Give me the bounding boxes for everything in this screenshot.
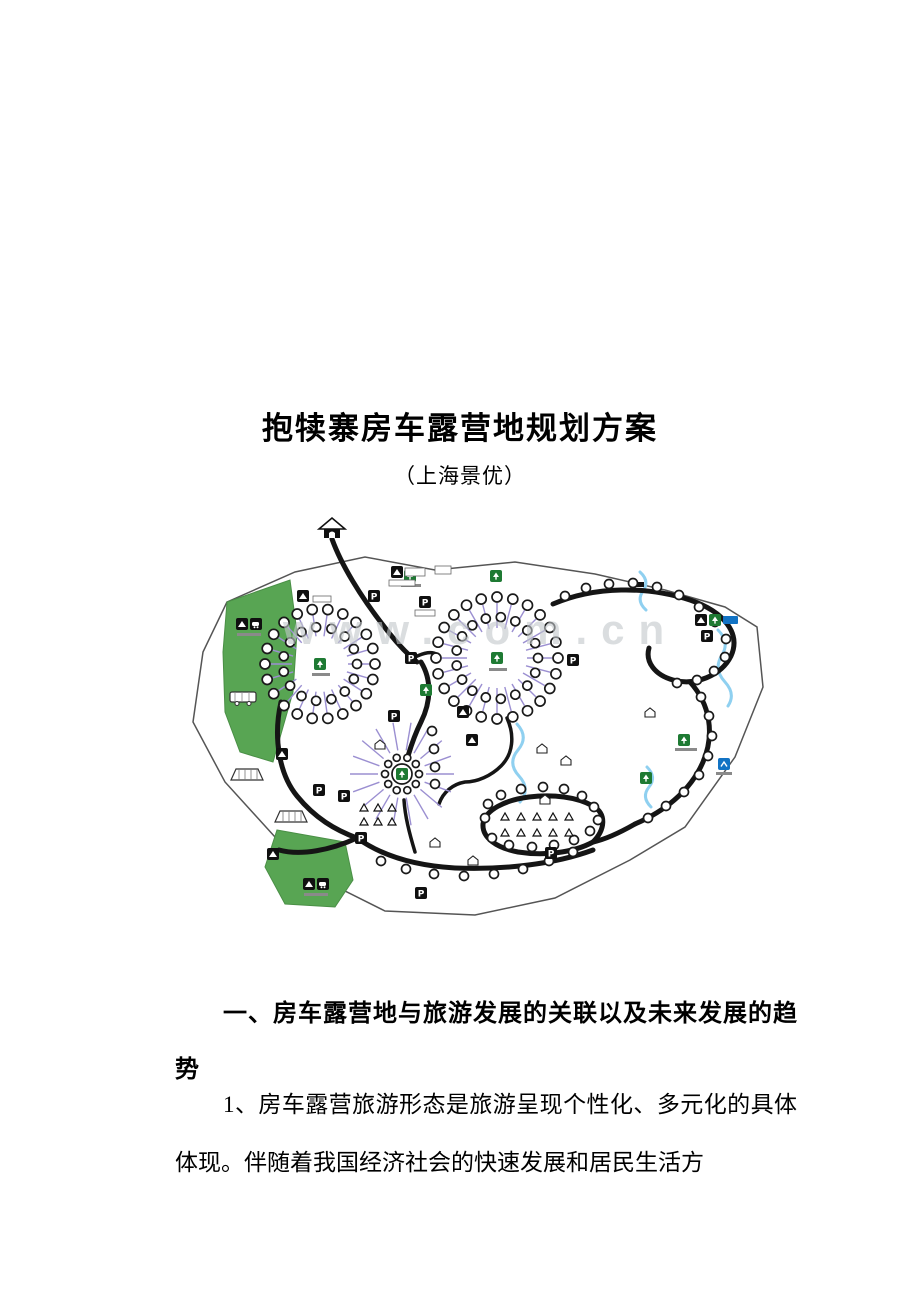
roadside-pitches-right-loop <box>642 691 718 824</box>
parking-icon <box>368 590 380 603</box>
roadside-pitches-bottom-loop <box>479 781 604 853</box>
parking-icon <box>419 596 431 609</box>
rv-sign-icon <box>317 878 329 890</box>
parking-icon <box>313 784 325 797</box>
camp-center-icon <box>314 658 326 670</box>
shelter-icon <box>274 810 308 823</box>
parking-icon <box>355 832 367 845</box>
tent-sign-icon <box>695 614 707 626</box>
paragraph-1: 1、房车露营旅游形态是旅游呈现个性化、多元化的具体体现。伴随着我国经济社会的快速… <box>175 1092 797 1175</box>
document-title: 抱犊寨房车露营地规划方案 <box>262 411 658 446</box>
tent-sign-icon <box>236 618 248 630</box>
facility-icon-green <box>678 734 690 746</box>
roadside-pitches-bottom-road <box>375 846 579 882</box>
tent-sign-icon <box>267 848 279 860</box>
parking-icon <box>405 652 417 665</box>
facility-icon-blue <box>717 757 731 771</box>
parking-icon <box>415 887 427 900</box>
tent-sign-icon <box>466 734 478 746</box>
roadside-pitches-center <box>426 725 441 790</box>
roadside-pitches-top-loop <box>559 577 732 689</box>
shelter-icon <box>230 768 264 781</box>
facility-icon-green <box>420 684 432 696</box>
camp-center-icon <box>491 652 503 664</box>
facility-icon-green <box>709 614 721 626</box>
bridge-icon <box>635 582 644 587</box>
parking-icon <box>701 630 713 643</box>
map-label <box>312 595 332 603</box>
document-subtitle: （上海景优） <box>394 464 526 488</box>
parking-icon <box>567 654 579 667</box>
rv-sign-icon <box>250 618 262 630</box>
tent-sign-icon <box>303 878 315 890</box>
left-camp-ring <box>259 603 381 725</box>
tent-sign-icon <box>391 566 403 578</box>
map-label <box>388 579 416 587</box>
parking-icon <box>388 710 400 723</box>
facility-icon-green <box>490 570 502 582</box>
right-camp-ring <box>430 591 564 725</box>
tent-sign-icon <box>297 590 309 602</box>
section-heading: 一、房车露营地与旅游发展的关联以及未来发展的趋势 <box>175 1001 797 1083</box>
map-label <box>404 567 426 577</box>
parking-icon <box>338 790 350 803</box>
road-network <box>275 536 737 871</box>
map-label <box>434 565 452 575</box>
site-plan-figure: P <box>185 512 765 932</box>
entrance-gate-icon <box>316 516 348 538</box>
tent-sign-icon <box>457 706 469 718</box>
site-plan-map: P <box>192 516 764 916</box>
parking-icon <box>545 847 557 860</box>
vehicle-icon <box>229 691 257 706</box>
map-label <box>414 609 436 617</box>
facility-tag-blue <box>723 616 738 624</box>
facility-icon-green <box>640 772 652 784</box>
camp-center-icon <box>396 768 408 780</box>
radial-camp-area <box>350 722 454 826</box>
tent-sign-icon <box>276 748 288 760</box>
